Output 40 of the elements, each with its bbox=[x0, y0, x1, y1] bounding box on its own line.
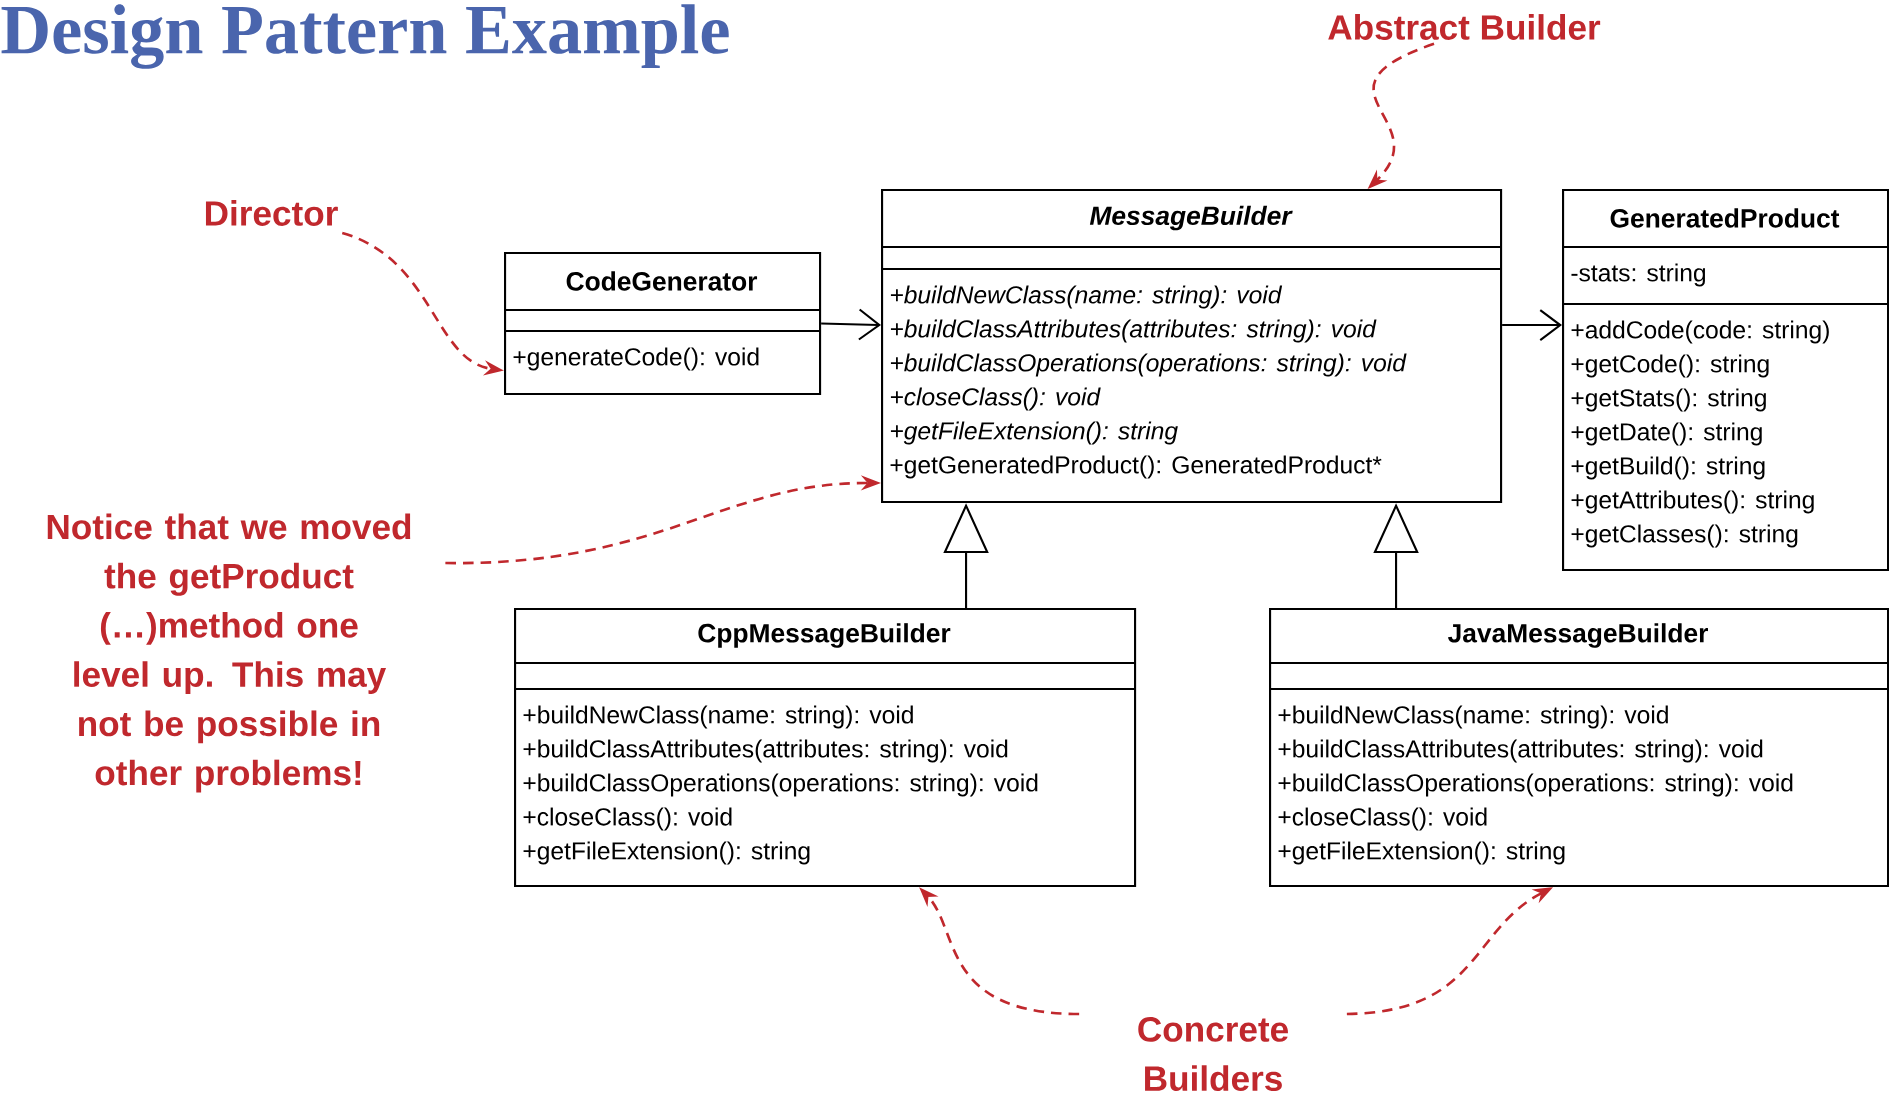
operation-text: +generateCode(): void bbox=[513, 347, 759, 371]
class-box bbox=[1562, 189, 1889, 572]
operation-text: +getFileExtension(): string bbox=[890, 421, 1178, 445]
operation-text: +closeClass(): void bbox=[523, 807, 732, 831]
operation-text: +getStats(): string bbox=[1571, 388, 1766, 412]
operation-text: +getGeneratedProduct(): GeneratedProduct* bbox=[890, 455, 1382, 479]
operation-text: +buildNewClass(name: string): void bbox=[1278, 705, 1668, 729]
callout-label: Director bbox=[205, 200, 338, 226]
class-name: JavaMessageBuilder bbox=[1448, 623, 1708, 648]
operation-text: +buildNewClass(name: string): void bbox=[890, 285, 1283, 309]
operation-text: +getFileExtension(): string bbox=[1278, 841, 1565, 865]
operation-text: +buildClassOperations(operations: string): void bbox=[1278, 773, 1793, 797]
class-name: MessageBuilder bbox=[1089, 205, 1293, 231]
class-box bbox=[514, 608, 1137, 888]
class-name: GeneratedProduct bbox=[1610, 208, 1840, 228]
operation-text: +buildClassAttributes(attributes: string): void bbox=[890, 319, 1377, 343]
operation-text: +addCode(code: string) bbox=[1571, 320, 1829, 344]
callout-label: Concrete Builders bbox=[1138, 1017, 1288, 1092]
operation-text: +getCode(): string bbox=[1571, 354, 1769, 378]
operation-text: +getBuild(): string bbox=[1571, 456, 1765, 480]
callout-label: Abstract Builder bbox=[1328, 14, 1601, 40]
operation-text: +buildClassAttributes(attributes: string): void bbox=[523, 739, 1008, 763]
operation-text: +getFileExtension(): string bbox=[523, 841, 810, 865]
operation-text: +getAttributes(): string bbox=[1571, 490, 1814, 514]
operation-text: +getDate(): string bbox=[1571, 422, 1762, 446]
operation-text: +closeClass(): void bbox=[890, 387, 1101, 411]
class-box bbox=[504, 252, 822, 396]
operation-text: +buildClassOperations(operations: string): void bbox=[890, 353, 1407, 377]
operation-text: +buildNewClass(name: string): void bbox=[523, 705, 913, 729]
class-box bbox=[1269, 608, 1889, 888]
title: Design Pattern Example bbox=[1, 4, 729, 69]
operation-text: +buildClassAttributes(attributes: string): void bbox=[1278, 739, 1763, 763]
class-name: CppMessageBuilder bbox=[698, 623, 951, 648]
class-box bbox=[881, 189, 1503, 504]
operation-text: +closeClass(): void bbox=[1278, 807, 1487, 831]
attribute-text: -stats: string bbox=[1571, 263, 1706, 287]
operation-text: +getClasses(): string bbox=[1571, 524, 1798, 548]
callout-label: Notice that we moved the getProduct (…)method one level up. This may not be possible in other problems! bbox=[47, 513, 411, 793]
class-name: CodeGenerator bbox=[566, 271, 758, 291]
operation-text: +buildClassOperations(operations: string): void bbox=[523, 773, 1038, 797]
